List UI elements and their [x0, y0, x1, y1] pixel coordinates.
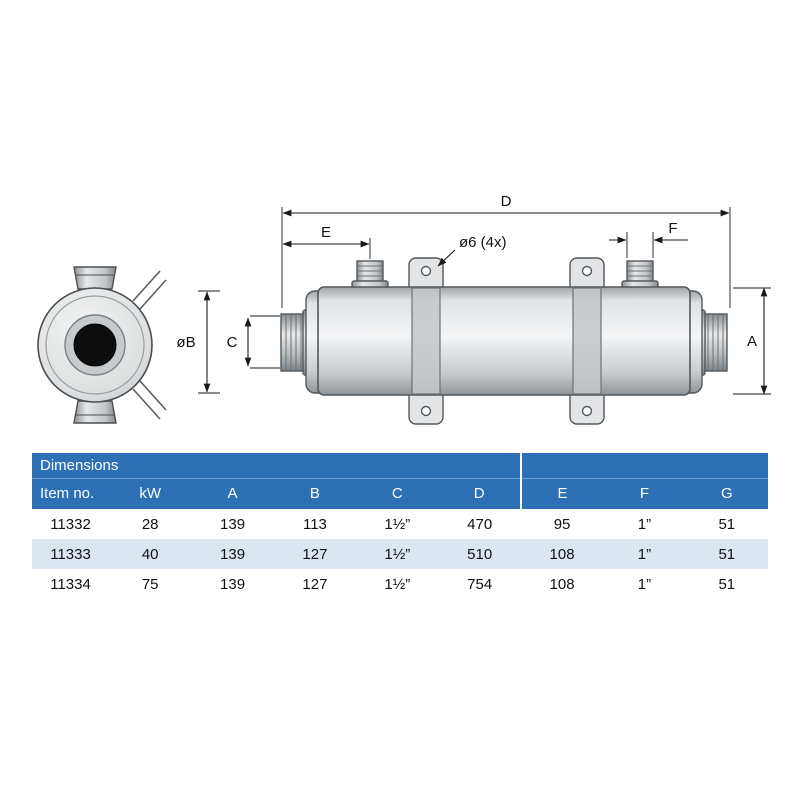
table-cell: 470 — [438, 509, 521, 539]
end-view-bore — [73, 323, 117, 367]
table-cell: 1½” — [356, 569, 439, 599]
table-cell: 28 — [109, 509, 192, 539]
table-cell: 139 — [191, 509, 274, 539]
hole-callout-label: ø6 (4x) — [459, 234, 507, 251]
dim-label-c: C — [227, 334, 238, 351]
end-view-top-connection — [73, 266, 117, 290]
table-cell: 51 — [685, 569, 768, 599]
dim-label-f: F — [668, 220, 677, 237]
end-view-bottom-connection — [73, 400, 117, 424]
table-cell: 1” — [603, 539, 686, 569]
table-cell: 127 — [273, 569, 357, 599]
dimension-lines — [198, 207, 771, 395]
clamp-bands — [411, 287, 602, 395]
table-cell: 11333 — [32, 539, 109, 569]
bracket-edge-lines — [132, 270, 167, 420]
dim-label-ob: øB — [176, 334, 195, 351]
table-cell: 108 — [520, 569, 604, 599]
bracket-hole — [420, 405, 432, 417]
col-header-e: E — [519, 478, 604, 509]
table-title-spacer — [519, 453, 768, 479]
table-cell: 113 — [273, 509, 357, 539]
table-cell: 11334 — [32, 569, 109, 599]
mounting-brackets — [408, 257, 605, 425]
bracket-hole — [581, 265, 593, 277]
bracket-hole — [581, 405, 593, 417]
table-cell: 1” — [603, 569, 686, 599]
table-header-row: Item no. kW A B C D E F G — [32, 478, 768, 509]
table-cell: 127 — [273, 539, 357, 569]
col-header-d: D — [438, 478, 521, 509]
side-view — [280, 257, 728, 425]
hole-callout-leader — [437, 249, 456, 267]
dim-label-a: A — [747, 333, 757, 350]
heat-exchanger-drawing: D E F A øB C ø6 (4x) — [37, 193, 771, 425]
table-cell: 51 — [685, 539, 768, 569]
table-cell: 1½” — [356, 539, 439, 569]
end-view-flange-circle — [45, 295, 145, 395]
table-title-row: Dimensions — [32, 453, 768, 479]
end-view — [37, 266, 167, 424]
table-cell: 139 — [191, 569, 274, 599]
col-header-kw: kW — [109, 478, 192, 509]
bracket-hole — [420, 265, 432, 277]
table-cell: 1” — [603, 509, 686, 539]
table-cell: 510 — [438, 539, 521, 569]
table-cell: 95 — [520, 509, 604, 539]
shell-body — [317, 286, 691, 396]
col-header-a: A — [191, 478, 274, 509]
col-header-b: B — [273, 478, 357, 509]
table-cell: 75 — [109, 569, 192, 599]
dim-label-d: D — [501, 193, 512, 210]
table-cell: 108 — [520, 539, 604, 569]
dimensions-table: Dimensions Item no. kW A B C D E F G 11 — [32, 453, 768, 599]
dimensions-table-grid: Dimensions Item no. kW A B C D E F G 11 — [32, 453, 768, 599]
col-header-f: F — [603, 478, 686, 509]
table-cell: 51 — [685, 509, 768, 539]
table-cell: 11332 — [32, 509, 109, 539]
top-connections — [351, 260, 659, 291]
table-cell: 139 — [191, 539, 274, 569]
dim-label-e: E — [321, 224, 331, 241]
table-row: 11333 40 139 127 1½” 510 108 1” 51 — [32, 539, 768, 569]
table-title: Dimensions — [32, 453, 521, 479]
table-cell: 754 — [438, 569, 521, 599]
table-row: 11332 28 139 113 1½” 470 95 1” 51 — [32, 509, 768, 539]
col-header-g: G — [685, 478, 768, 509]
table-cell: 1½” — [356, 509, 439, 539]
col-header-c: C — [356, 478, 439, 509]
table-row: 11334 75 139 127 1½” 754 108 1” 51 — [32, 569, 768, 599]
table-cell: 40 — [109, 539, 192, 569]
col-header-item-no: Item no. — [32, 478, 109, 509]
